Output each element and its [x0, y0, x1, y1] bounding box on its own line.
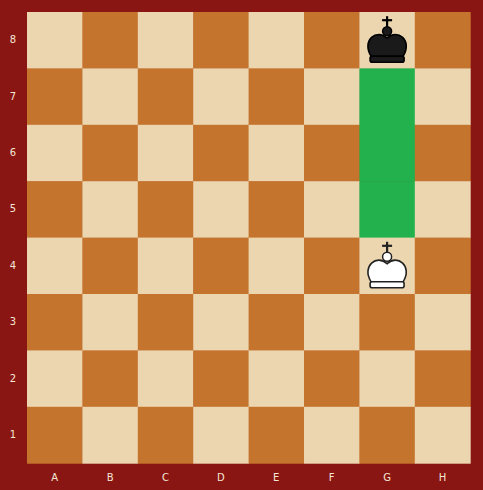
board-square [304, 407, 360, 464]
file-label: G [383, 472, 391, 484]
board-square [415, 238, 471, 295]
rank-label: 1 [10, 429, 16, 441]
board-square [82, 68, 138, 125]
board-square [193, 407, 249, 464]
king-head [383, 252, 392, 261]
file-label: C [162, 472, 169, 484]
board-square [193, 238, 249, 295]
board-square [138, 238, 194, 295]
board-square [27, 125, 83, 182]
board-square [82, 181, 138, 238]
board-square [249, 294, 305, 351]
king-body [368, 35, 406, 57]
file-label: E [273, 472, 279, 484]
board-square [27, 294, 83, 351]
king-cross [386, 242, 388, 253]
board-squares [27, 12, 471, 464]
pieces [368, 16, 406, 288]
board-square [27, 12, 83, 69]
board-square [27, 238, 83, 295]
board-square [82, 12, 138, 69]
king-base [370, 282, 404, 288]
file-label: B [107, 472, 114, 484]
board-square [82, 350, 138, 407]
board-square [249, 238, 305, 295]
board-square [249, 350, 305, 407]
board-square [249, 68, 305, 125]
board-square [138, 294, 194, 351]
board-square [304, 125, 360, 182]
board-square [249, 181, 305, 238]
board-square [27, 350, 83, 407]
board-square [82, 407, 138, 464]
board-square [193, 181, 249, 238]
king-base [370, 56, 404, 62]
rank-label: 2 [10, 373, 16, 385]
board-square [304, 68, 360, 125]
board-square [138, 350, 194, 407]
king-piece [368, 16, 406, 62]
board-square [249, 12, 305, 69]
board-square [359, 350, 415, 407]
file-label: D [217, 472, 225, 484]
board-square [304, 350, 360, 407]
board-square [138, 407, 194, 464]
board-square [138, 68, 194, 125]
board-square [415, 125, 471, 182]
king-cross [382, 19, 392, 21]
board-square [359, 12, 415, 69]
board-square [249, 407, 305, 464]
king-piece [368, 242, 406, 288]
board-square [304, 12, 360, 69]
rank-label: 6 [10, 147, 16, 159]
board-square [359, 125, 415, 182]
king-cross [382, 245, 392, 247]
board-square [359, 294, 415, 351]
king-head [383, 27, 392, 36]
king-body [368, 260, 406, 282]
board-square [138, 181, 194, 238]
file-label: A [51, 472, 58, 484]
board-square [415, 407, 471, 464]
rank-label: 4 [10, 260, 16, 272]
board-square [304, 294, 360, 351]
board-square [82, 238, 138, 295]
board-square [304, 181, 360, 238]
board-square [359, 68, 415, 125]
board-square [193, 350, 249, 407]
file-label: H [439, 472, 447, 484]
board-square [415, 294, 471, 351]
board-square [193, 12, 249, 69]
board-square [415, 68, 471, 125]
board-square [304, 238, 360, 295]
rank-label: 3 [10, 316, 16, 328]
board-square [359, 238, 415, 295]
board-square [138, 12, 194, 69]
board-square [193, 125, 249, 182]
rank-label: 5 [10, 203, 16, 215]
board-square [27, 407, 83, 464]
board-square [415, 350, 471, 407]
board-square [193, 294, 249, 351]
rank-label: 8 [10, 34, 16, 46]
board-square [82, 294, 138, 351]
rank-label: 7 [10, 91, 16, 103]
board-square [27, 181, 83, 238]
file-label: F [329, 472, 335, 484]
king-cross [386, 16, 388, 27]
board-square [415, 181, 471, 238]
board-square [138, 125, 194, 182]
board-square [193, 68, 249, 125]
board-square [249, 125, 305, 182]
board-square [82, 125, 138, 182]
board-square [415, 12, 471, 69]
board-square [27, 68, 83, 125]
board-square [359, 181, 415, 238]
board-square [359, 407, 415, 464]
